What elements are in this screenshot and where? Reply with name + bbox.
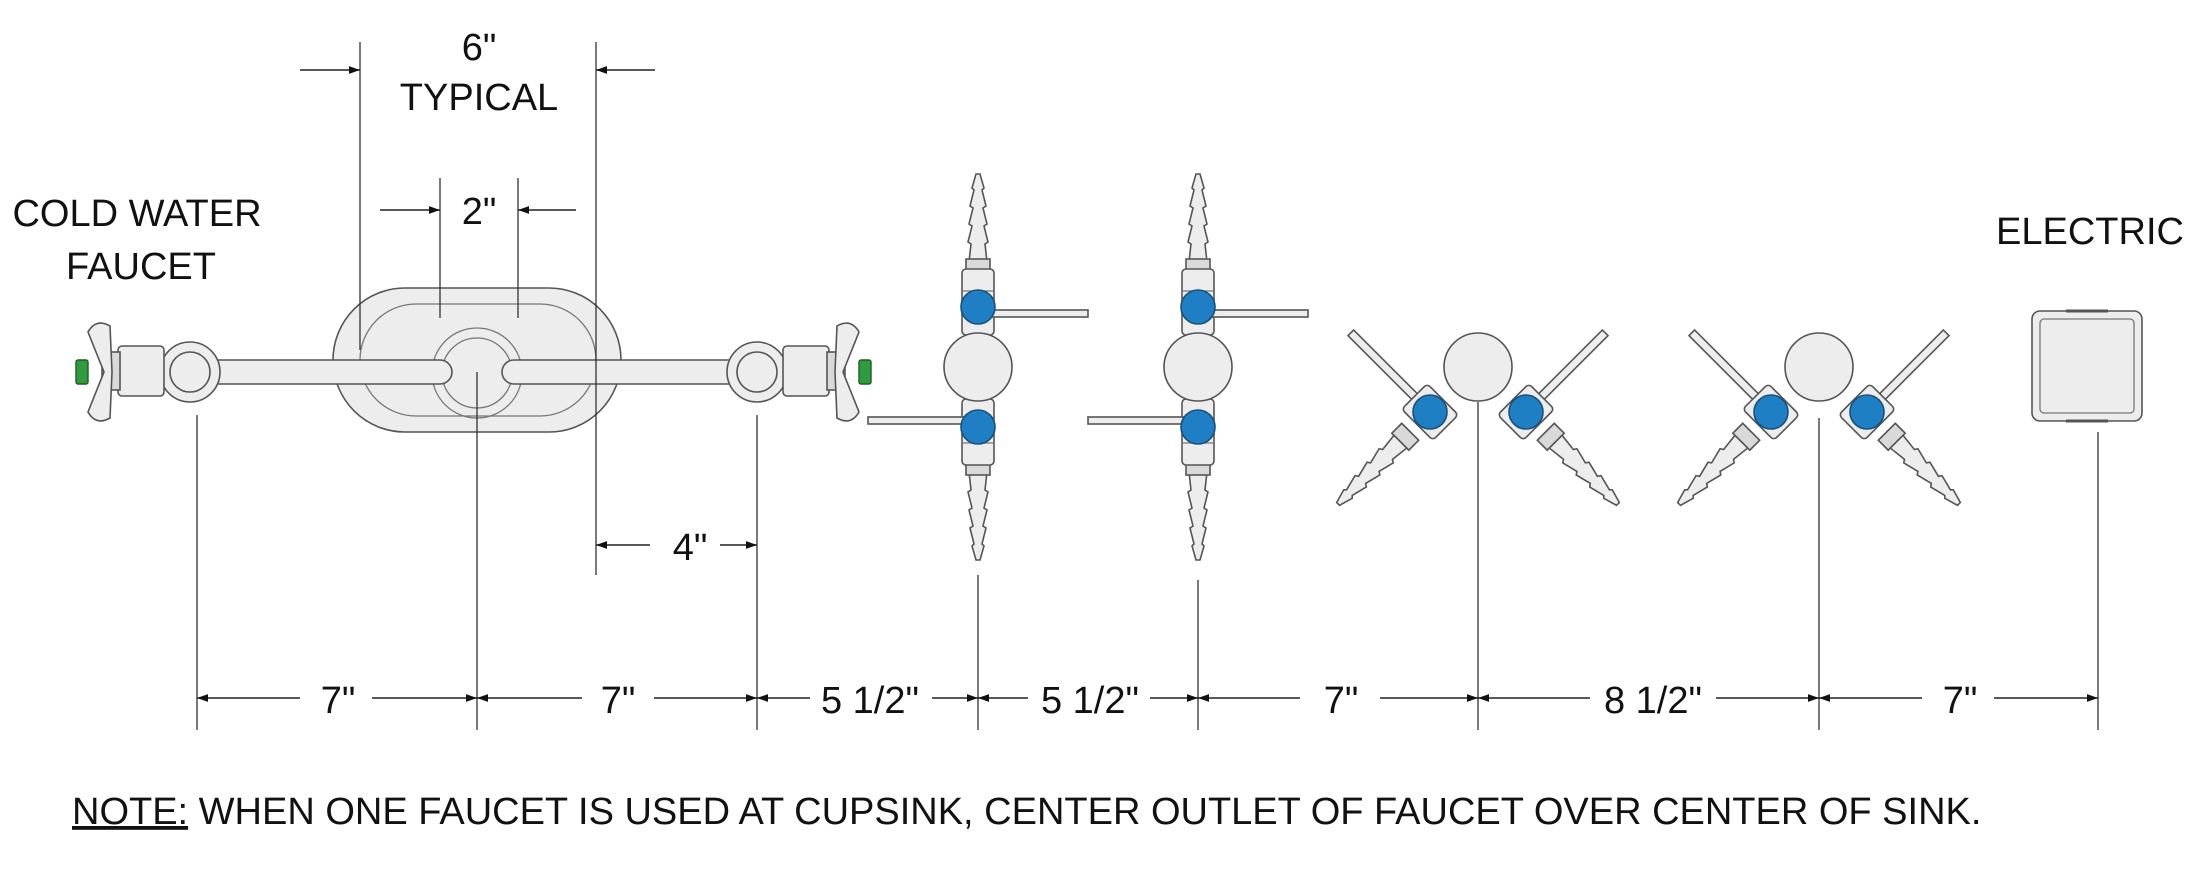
left-arm <box>187 359 453 385</box>
turret-fixture-1 <box>868 174 1088 560</box>
turret-fixture-2 <box>1088 174 1308 560</box>
dim-bottom-1: 7" <box>321 680 356 722</box>
outlet-spacing-value: 2" <box>462 191 497 233</box>
dim-bottom-2: 7" <box>601 680 636 722</box>
dim-bottom-5: 7" <box>1324 680 1359 722</box>
electric-label: ELECTRIC <box>1996 211 2184 253</box>
wing-handle-right <box>834 322 860 422</box>
typical-value: 6" <box>462 27 497 69</box>
cold-water-label-line2: FAUCET <box>66 246 216 288</box>
bottom-dimension-chain: 7" 7" 5 1/2" 5 1/2" 7" 8 1/2" 7" <box>197 680 2098 722</box>
typical-word: TYPICAL <box>400 77 558 119</box>
dim-bottom-3: 5 1/2" <box>821 680 919 722</box>
outlet-spacing-dimension: 2" <box>380 191 576 233</box>
note-text: NOTE: WHEN ONE FAUCET IS USED AT CUPSINK… <box>72 791 1981 833</box>
v-fixture-2 <box>1671 330 1968 512</box>
offset-value: 4" <box>673 527 708 569</box>
cold-water-faucet-drawing <box>75 287 872 433</box>
extension-lines <box>196 42 2099 730</box>
dim-bottom-7: 7" <box>1943 680 1978 722</box>
electric-box <box>2031 309 2143 423</box>
note-body: WHEN ONE FAUCET IS USED AT CUPSINK, CENT… <box>188 791 1981 833</box>
typical-dimension: 6" TYPICAL <box>300 27 655 119</box>
wing-handle-left <box>87 322 113 422</box>
offset-dimension: 4" <box>596 527 757 569</box>
cap-green-left-icon <box>75 359 89 385</box>
note-prefix: NOTE: <box>72 791 188 833</box>
cap-green-right-icon <box>858 359 872 385</box>
cold-water-label-line1: COLD WATER <box>12 193 261 235</box>
dim-bottom-4: 5 1/2" <box>1041 680 1139 722</box>
dim-bottom-6: 8 1/2" <box>1604 680 1702 722</box>
v-fixture-1 <box>1330 330 1627 512</box>
